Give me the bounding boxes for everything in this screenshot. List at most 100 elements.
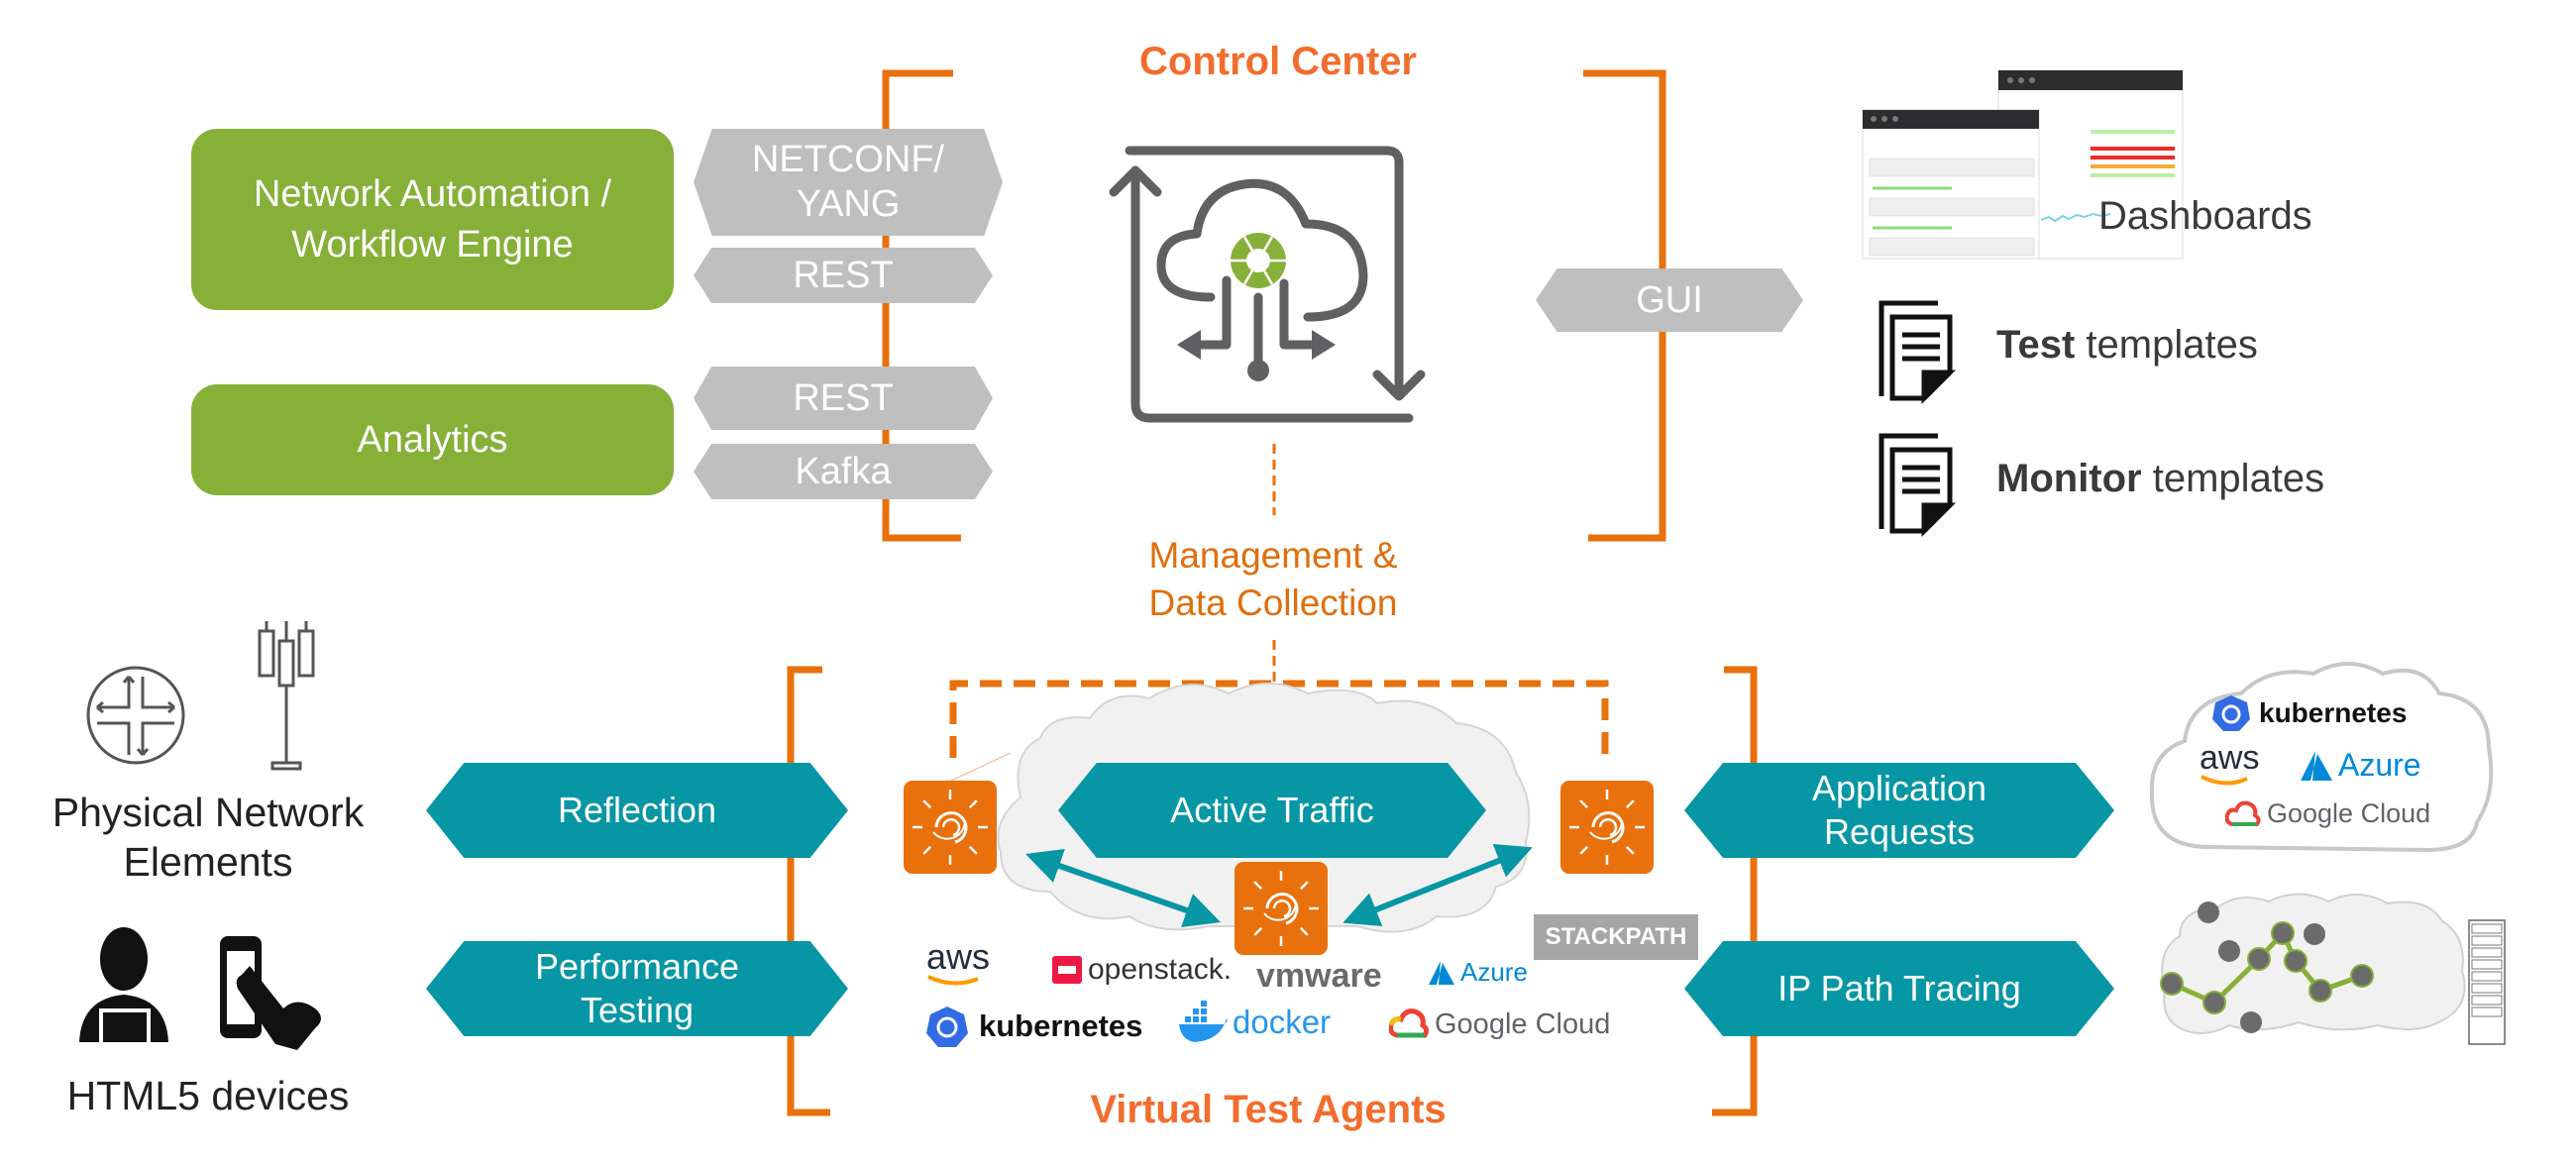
test-agent-center[interactable] — [1234, 862, 1328, 960]
control-center-green-ring — [1231, 233, 1286, 288]
active-traffic-capability[interactable]: Active Traffic — [1058, 763, 1486, 858]
netconf-line2: YANG — [796, 183, 901, 225]
agent-ray — [968, 799, 978, 809]
cell-tower-icon — [258, 621, 315, 771]
test-templates-label[interactable]: Test templates — [1996, 323, 2258, 368]
reflection-capability[interactable]: Reflection — [426, 763, 848, 858]
azure-icon — [1429, 960, 1454, 985]
virtual-test-agents-title: Virtual Test Agents — [1090, 1087, 1447, 1131]
monitor-templates-label[interactable]: Monitor templates — [1996, 457, 2324, 501]
cloud-aws-text: aws — [2200, 739, 2260, 777]
monitor-templates-rest: templates — [2152, 457, 2325, 500]
agent-ray — [922, 799, 932, 809]
test-agent-icon — [1560, 781, 1654, 874]
html5-devices-label: HTML5 devices — [66, 1072, 350, 1118]
management-data-collection-label: Management & Data Collection — [1090, 525, 1456, 634]
agent-management-dashed-line — [949, 680, 1609, 758]
kubernetes-icon — [926, 1006, 968, 1047]
virtual-agents-left-bracket — [787, 666, 830, 1116]
rest-interface-analytics[interactable]: REST — [694, 367, 993, 430]
network-automation-line1: Network Automation / — [253, 173, 612, 216]
cloud-automation-icon — [1109, 146, 1426, 423]
application-line1: Application — [1811, 768, 1987, 809]
agent-ray — [922, 845, 932, 855]
ip-path-cloud — [2161, 893, 2466, 1035]
test-templates-icon — [1878, 300, 1957, 405]
dashboards-label[interactable]: Dashboards — [2098, 194, 2312, 238]
openstack-logo-text: openstack. — [1088, 953, 1233, 986]
test-templates-rest: templates — [2086, 323, 2258, 367]
kafka-interface[interactable]: Kafka — [694, 444, 993, 499]
network-automation-box[interactable]: Network Automation / Workflow Engine — [191, 129, 674, 310]
thin-annotation-line — [950, 752, 1012, 782]
google-cloud-logo-text: Google Cloud — [1435, 1007, 1611, 1040]
network-automation-line2: Workflow Engine — [291, 223, 574, 265]
traffic-arrow-right — [1342, 843, 1533, 927]
router-icon — [86, 666, 185, 765]
agent-ray — [1299, 926, 1309, 936]
google-cloud-icon — [1389, 1008, 1429, 1038]
gui-interface[interactable]: GUI — [1536, 268, 1803, 332]
cloud-aws-logo: aws — [2200, 741, 2259, 787]
kubernetes-logo-text: kubernetes — [979, 1008, 1143, 1043]
netconf-yang-interface[interactable]: NETCONF/ YANG — [694, 129, 1003, 236]
cloud-azure-text: Azure — [2338, 747, 2421, 783]
vmware-logo: vmware — [1256, 957, 1382, 995]
aws-logo-text: aws — [926, 936, 991, 977]
ip-path-tracing-capability[interactable]: IP Path Tracing — [1684, 941, 2114, 1036]
google-cloud-logo: Google Cloud — [1389, 1007, 1610, 1041]
virtual-agents-right-bracket — [1712, 666, 1758, 1116]
agent-swirl — [1265, 893, 1299, 925]
cloud-google-cloud-logo: Google Cloud — [2225, 798, 2430, 829]
rest-interface-automation[interactable]: REST — [694, 248, 993, 303]
performance-testing-capability[interactable]: Performance Testing — [426, 941, 848, 1036]
docker-logo: docker — [1177, 1001, 1331, 1044]
physical-line1: Physical Network — [52, 789, 365, 835]
openstack-icon — [1052, 956, 1082, 984]
user-laptop-icon — [79, 927, 168, 1044]
test-agent-right[interactable] — [1560, 781, 1654, 879]
performance-line2: Testing — [580, 990, 695, 1030]
agent-swirl — [934, 811, 968, 844]
agent-ray — [968, 845, 978, 855]
netconf-line1: NETCONF/ — [751, 139, 945, 181]
application-requests-capability[interactable]: Application Requests — [1684, 763, 2114, 858]
agent-ray — [1253, 926, 1263, 936]
docker-logo-text: docker — [1233, 1004, 1332, 1040]
kubernetes-icon — [2212, 695, 2250, 731]
control-center-left-bracket — [882, 69, 961, 542]
azure-logo: Azure — [1427, 957, 1528, 988]
azure-logo-text: Azure — [1460, 957, 1528, 987]
traffic-arrow-left — [1025, 848, 1221, 928]
stackpath-logo: STACKPATH — [1534, 914, 1698, 960]
aws-smile-icon — [2200, 775, 2248, 786]
agent-ray — [1253, 881, 1263, 891]
test-templates-bold: Test — [1996, 323, 2076, 367]
monitor-templates-icon — [1878, 433, 1957, 538]
performance-line1: Performance — [534, 946, 740, 988]
application-line2: Requests — [1823, 811, 1976, 852]
docker-whale-icon — [1179, 1001, 1228, 1042]
openstack-logo: openstack. — [1050, 953, 1232, 987]
test-agent-left[interactable] — [904, 781, 997, 879]
agent-ray — [1579, 799, 1589, 809]
physical-line2: Elements — [123, 839, 293, 885]
ip-path-nodes — [2160, 901, 2374, 1033]
test-agent-icon — [1234, 862, 1328, 955]
cloud-google-cloud-text: Google Cloud — [2267, 798, 2431, 828]
agent-ray — [1625, 845, 1635, 855]
aws-logo: aws — [926, 939, 990, 987]
management-line2: Data Collection — [1148, 582, 1398, 623]
agent-ray — [1625, 799, 1635, 809]
analytics-box[interactable]: Analytics — [191, 384, 674, 495]
azure-icon — [2301, 750, 2332, 781]
cloud-kubernetes-text: kubernetes — [2259, 697, 2408, 728]
google-cloud-icon — [2225, 800, 2261, 826]
analytics-label: Analytics — [357, 418, 508, 461]
smartphone-touch-icon — [220, 936, 321, 1050]
agent-ray — [1579, 845, 1589, 855]
aws-smile-icon — [927, 975, 979, 986]
server-rack-icon — [2468, 919, 2506, 1045]
cloud-azure-logo: Azure — [2299, 747, 2421, 784]
physical-network-elements-label: Physical Network Elements — [10, 783, 406, 892]
